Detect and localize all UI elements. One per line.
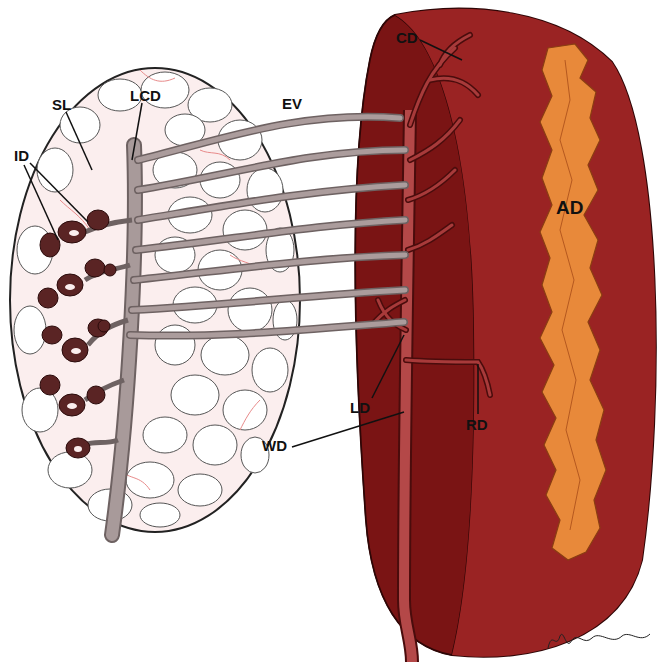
leader-lines [24,40,478,447]
part-label: CD [396,30,418,45]
part-label: LD [350,400,370,415]
part-label: RD [466,417,488,432]
part-label: SL [52,97,71,112]
part-label: EV [282,96,302,111]
part-label: ID [14,148,29,163]
part-label: WD [262,438,287,453]
part-label: LCD [130,88,161,103]
part-label: AD [556,198,583,217]
signature-mark [548,634,650,648]
